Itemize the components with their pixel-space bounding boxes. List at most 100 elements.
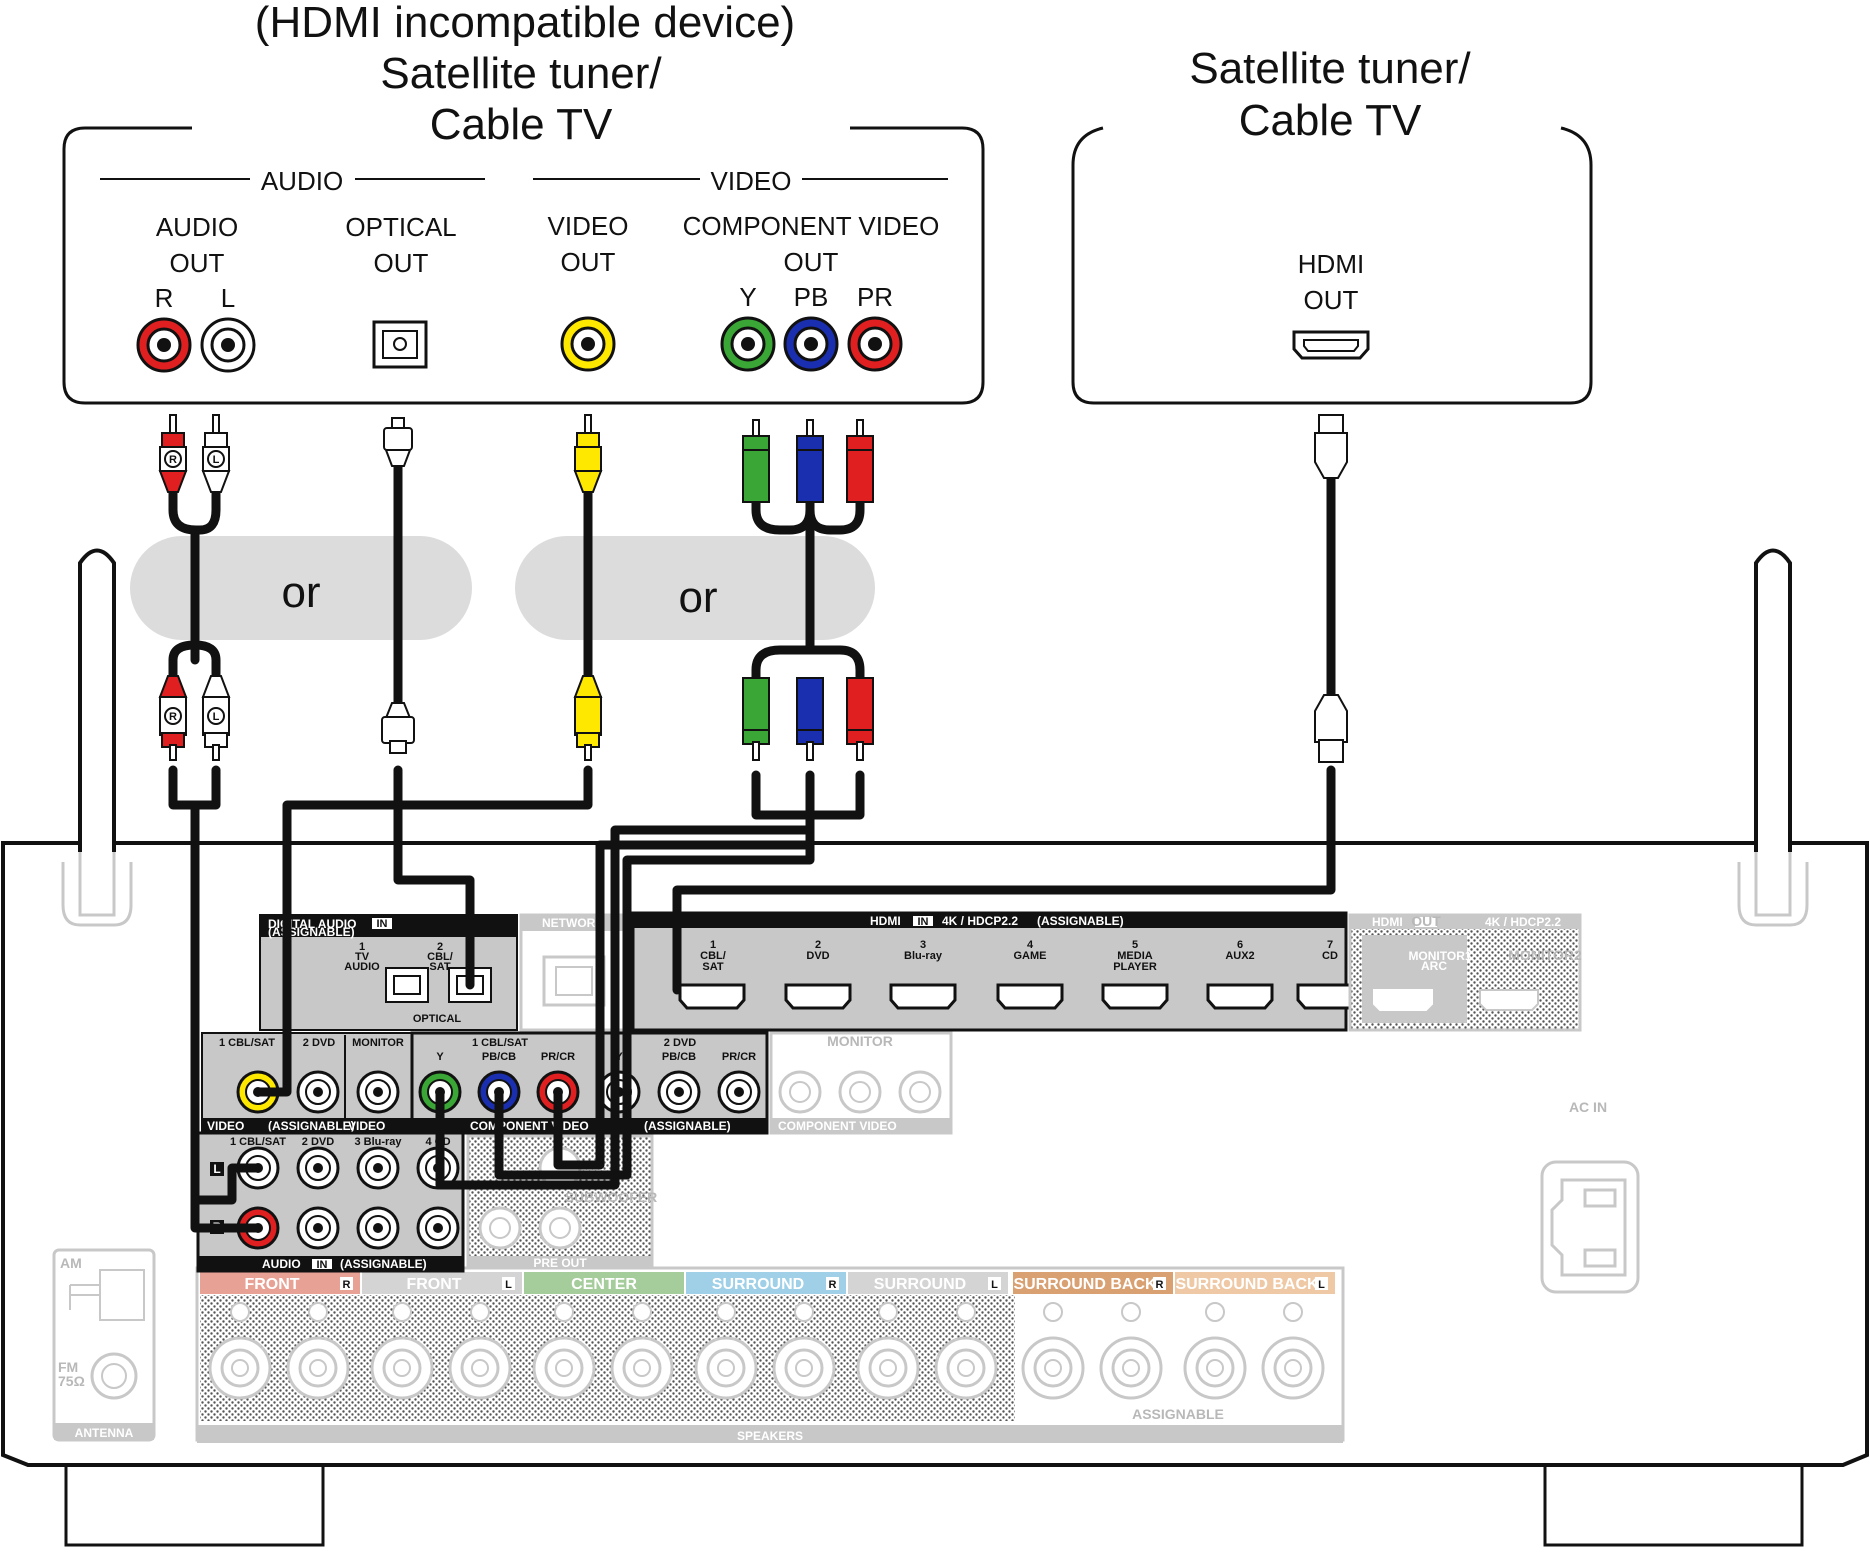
- plug-r-label-bottom: R: [169, 711, 177, 723]
- audio-in-3-r-jack: [356, 1206, 400, 1250]
- plug-audio-l-bottom: L: [201, 675, 231, 761]
- speaker-minus-terminal: [934, 1302, 998, 1400]
- component-y-label: Y: [739, 282, 756, 312]
- receiver-foot-left: [64, 1465, 325, 1547]
- plug-audio-l-top: L: [201, 414, 231, 493]
- hdmi-input-2-jack: [784, 983, 852, 1010]
- optical-out-label-2: OUT: [374, 248, 429, 278]
- right-hdmi-label-2: OUT: [1304, 285, 1359, 315]
- video-in-1-label: 1 CBL/SAT: [219, 1037, 275, 1049]
- speaker-plus-terminal: [532, 1302, 596, 1400]
- left-device: (HDMI incompatible device) Satellite tun…: [62, 0, 985, 405]
- hdmi-input-4-label-2: GAME: [1014, 950, 1047, 962]
- plug-component-pr-top: [846, 419, 874, 503]
- left-device-title-line3: Cable TV: [430, 100, 613, 149]
- or-bubble-1: or: [130, 536, 472, 640]
- optical-jack: [372, 320, 428, 369]
- hdmi-input-6-label-2: AUX2: [1225, 950, 1254, 962]
- speaker-group-header: [1013, 1272, 1173, 1294]
- component-cable-split-bottom: [751, 645, 865, 695]
- plug-audio-r-top: R: [158, 414, 188, 493]
- plug-component-y-bottom: [742, 677, 770, 761]
- speaker-side-label: R: [829, 1279, 837, 1291]
- speaker-group-label: SURROUND: [712, 1276, 804, 1293]
- plug-optical-bottom: [381, 702, 415, 754]
- speaker-side-label: R: [1156, 1279, 1164, 1291]
- hdmi-input-3-label-1: 3: [920, 939, 926, 951]
- plug-component-y-top: [742, 419, 770, 503]
- speaker-minus-terminal: [1099, 1302, 1163, 1400]
- optical-input-1-name1: TV: [355, 951, 370, 963]
- video-monitor-jack: [356, 1070, 400, 1114]
- speaker-side-label: L: [505, 1279, 512, 1291]
- component-in-1-pb: PB/CB: [482, 1051, 516, 1063]
- speaker-plus-terminal: [694, 1302, 758, 1400]
- hdmi-input-5-label-3: PLAYER: [1113, 961, 1157, 973]
- fm-label: FM: [58, 1359, 78, 1375]
- plug-hdmi-top: [1314, 414, 1348, 479]
- hdmi-output-panel: HDMI OUT 4K / HDCP2.2 MONITOR1 ARC MONIT…: [1348, 913, 1582, 1032]
- audio-in-4-r-jack: [416, 1206, 460, 1250]
- component-monitor-pb-jack: [838, 1070, 882, 1114]
- component-monitor-footer: COMPONENT VIDEO: [778, 1119, 897, 1133]
- monitor1-arc: ARC: [1421, 959, 1447, 973]
- speaker-side-badge: [826, 1277, 839, 1290]
- speaker-side-badge: [502, 1277, 515, 1290]
- hdmi-input-panel: HDMI IN 4K / HDCP2.2 (ASSIGNABLE) 1CBL/S…: [631, 911, 1364, 1032]
- digital-audio-panel: DIGITAL AUDIO IN (ASSIGNABLE) 1 TV AUDIO…: [259, 914, 518, 1031]
- hdmi-input-1-jack: [678, 983, 746, 1010]
- cables: [168, 455, 1336, 1233]
- plug-r-label-top: R: [169, 454, 177, 466]
- optical-input-1-name2: AUDIO: [344, 961, 380, 973]
- component-input-panel: 1 CBL/SAT 2 DVD Y PB/CB PR/CR Y PB/CB PR…: [410, 1031, 769, 1135]
- speaker-group-label: FRONT: [406, 1276, 461, 1293]
- audio-r-jack: [136, 317, 192, 373]
- video-footer-label: VIDEO: [207, 1119, 244, 1133]
- hdmi-out-spec: 4K / HDCP2.2: [1485, 915, 1561, 929]
- hdmi-input-6-label-1: 6: [1237, 939, 1243, 951]
- component-out-label-2: OUT: [784, 247, 839, 277]
- speaker-plus-terminal: [370, 1302, 434, 1400]
- hdmi-in-badge: IN: [918, 916, 929, 928]
- speaker-side-label: L: [1318, 1279, 1325, 1291]
- or-label-1: or: [281, 568, 320, 617]
- hdmi-out-header: HDMI: [1372, 915, 1403, 929]
- optical-cable-route: [393, 765, 475, 990]
- right-device-title-line1: Satellite tuner/: [1189, 44, 1471, 93]
- component-cable-route-y: [435, 825, 815, 1190]
- optical-input-1-jack: [385, 967, 429, 1003]
- component-in-1-pr: PR/CR: [541, 1051, 575, 1063]
- audio-group-label: AUDIO: [261, 166, 343, 196]
- component-cable-split-top: [751, 475, 865, 535]
- hdmi-input-5-label-2: MEDIA: [1117, 950, 1153, 962]
- left-device-title-line2: Satellite tuner/: [380, 49, 662, 98]
- optical-input-1-num: 1: [359, 941, 365, 953]
- ac-in-label: AC IN: [1569, 1099, 1607, 1115]
- video-group-label: VIDEO: [711, 166, 792, 196]
- component-in-2-pr-jack: [717, 1070, 761, 1114]
- audio-r-label: R: [155, 283, 174, 313]
- speaker-side-badge: [340, 1277, 353, 1290]
- hdmi-input-3-label-2: Blu-ray: [904, 950, 943, 962]
- left-device-title-line1: (HDMI incompatible device): [255, 0, 795, 47]
- optical-panel-label: OPTICAL: [413, 1013, 462, 1025]
- hdmi-input-4-label-1: 4: [1027, 939, 1034, 951]
- hdmi-out-jack: [1292, 330, 1370, 360]
- speaker-plus-terminal: [208, 1302, 272, 1400]
- audio-footer-label: AUDIO: [262, 1257, 301, 1271]
- speaker-minus-terminal: [610, 1302, 674, 1400]
- audio-cable-to-r: [190, 1195, 263, 1233]
- component-in-1-y: Y: [436, 1051, 444, 1063]
- plug-component-pr-bottom: [846, 677, 874, 761]
- speaker-minus-terminal: [448, 1302, 512, 1400]
